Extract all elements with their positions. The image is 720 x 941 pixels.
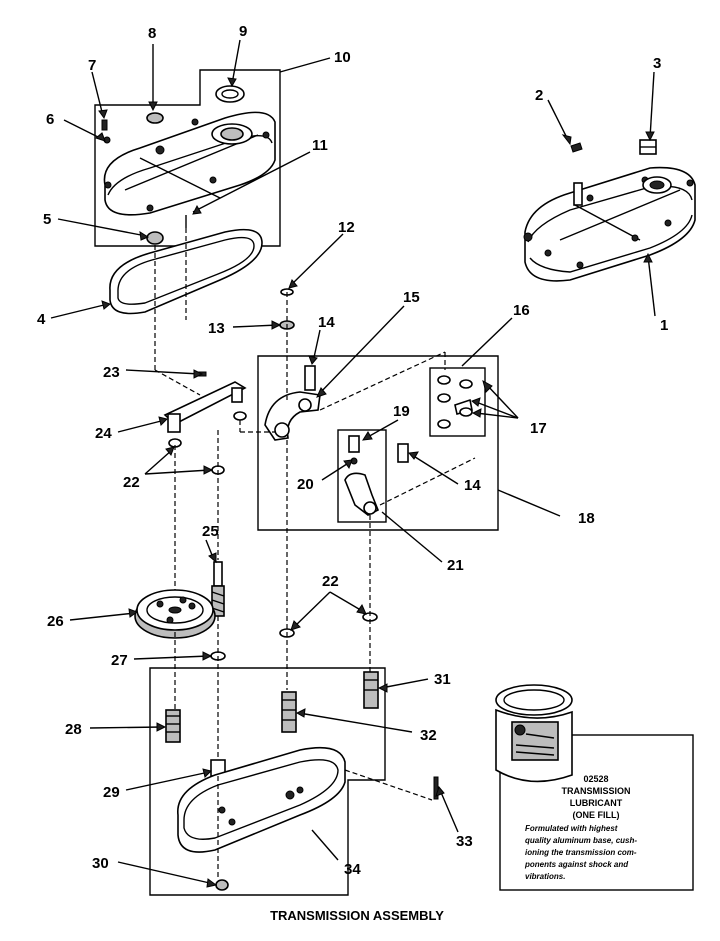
label-33: 33: [456, 833, 473, 850]
label-4: 4: [37, 311, 46, 328]
shift-arm-group-box: [257, 355, 499, 531]
lubricant-note-box: [499, 734, 694, 891]
part-31-spring-shaft: [363, 671, 379, 709]
label-29: 29: [103, 784, 120, 801]
part-34-lower-case: [177, 746, 346, 853]
label-1: 1: [660, 317, 668, 334]
lubricant-desc-3: ioning the transmission com-: [525, 848, 637, 857]
part-32-spring-shaft: [281, 691, 297, 733]
label-30: 30: [92, 855, 109, 872]
label-32: 32: [420, 727, 437, 744]
part-30-plug: [215, 879, 229, 891]
label-2: 2: [535, 87, 543, 104]
label-22-upper: 22: [123, 474, 140, 491]
lubricant-part-number: 02528: [583, 774, 608, 784]
label-17: 17: [530, 420, 547, 437]
part-15-shift-arm: [264, 391, 321, 441]
label-6: 6: [46, 111, 54, 128]
label-23: 23: [103, 364, 120, 381]
lubricant-name-line3: (ONE FILL): [573, 810, 620, 820]
label-18: 18: [578, 510, 595, 527]
label-22-lower: 22: [322, 573, 339, 590]
label-28: 28: [65, 721, 82, 738]
lubricant-desc-5: vibrations.: [525, 872, 565, 881]
label-25: 25: [202, 523, 219, 540]
label-11: 11: [312, 137, 328, 154]
label-16: 16: [513, 302, 530, 319]
lubricant-can-icon: [495, 684, 573, 783]
label-12: 12: [338, 219, 355, 236]
lower-case-group-box: [149, 667, 386, 896]
label-15: 15: [403, 289, 420, 306]
lubricant-desc-4: ponents against shock and: [524, 860, 629, 869]
part-22-washer-b: [233, 411, 247, 421]
label-7: 7: [88, 57, 96, 74]
part-5-bushing: [146, 231, 164, 245]
label-26: 26: [47, 613, 64, 630]
label-14-upper: 14: [318, 314, 335, 331]
label-31: 31: [434, 671, 451, 688]
part-33-pin: [433, 776, 439, 800]
label-14-lower: 14: [464, 477, 481, 494]
part-2-washer: [570, 142, 583, 153]
label-3: 3: [653, 55, 661, 72]
part-14-pin-upper: [304, 365, 316, 391]
leader-lines: [50, 39, 656, 888]
label-19: 19: [393, 403, 410, 420]
lubricant-desc-1: Formulated with highest: [525, 824, 618, 833]
assembled-case: [523, 139, 696, 282]
assembly-lines: [154, 228, 476, 880]
diagram-title: TRANSMISSION ASSEMBLY: [270, 908, 444, 923]
part-24-shaft: [163, 381, 247, 433]
lubricant-name-line1: TRANSMISSION: [561, 786, 630, 796]
callout-labels: 1 2 3 4 5 6 7 8 9 10 11 12 13 14 14 15 1…: [37, 23, 668, 878]
label-27: 27: [111, 652, 128, 669]
lubricant-name-line2: LUBRICANT: [570, 798, 623, 808]
part-19-plunger: [348, 435, 360, 453]
part-17-gear-set: [437, 379, 473, 429]
upper-cover-group-box: [94, 69, 281, 247]
upper-cover: [103, 111, 276, 216]
part-25-worm-shaft: [211, 561, 225, 617]
lubricant-desc-2: quality aluminum base, cush-: [525, 836, 637, 845]
part-8-bearing: [146, 112, 164, 124]
part-21-shift-fork: [344, 472, 380, 516]
label-9: 9: [239, 23, 247, 40]
label-10: 10: [334, 49, 351, 66]
part-7-screw: [101, 119, 108, 131]
label-34: 34: [344, 861, 361, 878]
gear-pair-box: [429, 367, 486, 437]
label-24: 24: [95, 425, 112, 442]
part-28-spring-shaft: [165, 709, 181, 743]
part-14-pin-lower: [397, 443, 409, 463]
label-8: 8: [148, 25, 156, 42]
label-21: 21: [447, 557, 464, 574]
part-26-gear: [134, 589, 216, 639]
shift-fork-box: [337, 429, 387, 523]
label-5: 5: [43, 211, 51, 228]
label-13: 13: [208, 320, 225, 337]
part-16-gear: [437, 375, 451, 385]
label-20: 20: [297, 476, 314, 493]
part-9-seal: [215, 85, 245, 103]
lubricant-note: 02528 TRANSMISSION LUBRICANT (ONE FILL) …: [495, 684, 694, 891]
